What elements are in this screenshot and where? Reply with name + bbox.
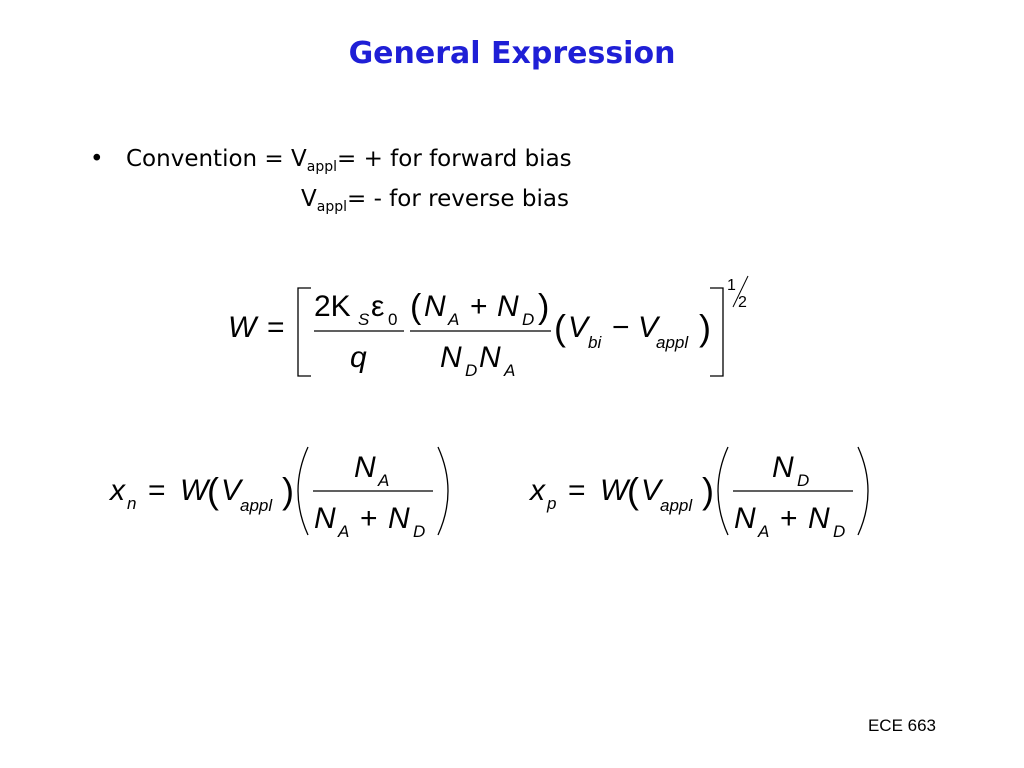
- eq-xn-w: W: [180, 474, 211, 507]
- eq-xn-den-a-sub: A: [337, 522, 349, 541]
- eq-w-equals: =: [267, 311, 285, 344]
- eq-xn-x: x: [108, 474, 126, 507]
- eq-w-ks-sub: S: [358, 310, 370, 329]
- bullet-dot-icon: •: [90, 146, 104, 172]
- left-square-bracket: [297, 287, 311, 377]
- paren-close-1: ): [538, 288, 549, 326]
- eq-xp-x: x: [528, 474, 546, 507]
- eq-w-lhs: W: [228, 311, 259, 344]
- paren-close-2: ): [699, 307, 711, 348]
- convention-label: Convention =: [126, 146, 291, 172]
- eq-w-den-na: N: [479, 341, 501, 374]
- eq-xn-paren-open: (: [207, 470, 219, 511]
- convention-line-reverse: Vappl= - for reverse bias: [301, 186, 569, 215]
- eq-xp-plus: +: [780, 502, 798, 535]
- eq-w-eps-sub: 0: [388, 310, 397, 329]
- eq-xp-den-a-sub: A: [757, 522, 769, 541]
- eq-xp-v: V: [641, 474, 664, 507]
- exponent-numerator: 1: [727, 277, 736, 294]
- eq-w-vbi: V: [568, 311, 591, 344]
- exponent-slash: [732, 275, 749, 308]
- eq-xp-den-b: N: [808, 502, 830, 535]
- paren-open-2: (: [554, 307, 566, 348]
- eq-xp-big-paren-open: [717, 446, 729, 536]
- eq-w-nd-sub: D: [522, 310, 534, 329]
- eq-w-minus: −: [612, 311, 630, 344]
- eq-w-nd: N: [497, 290, 519, 323]
- eq-xp-paren-close: ): [702, 470, 714, 511]
- eq-xn-v: V: [221, 474, 244, 507]
- eq-xp-big-paren-close: [857, 446, 869, 536]
- reverse-bias-text: = - for reverse bias: [346, 186, 569, 212]
- eq-xn-den-a: N: [314, 502, 336, 535]
- convention-line-forward: • Convention = Vappl= + for forward bias: [90, 146, 572, 175]
- xp-equation: x p = W ( V appl ) N D N A + N D: [528, 446, 869, 541]
- eq-xn-big-paren-close: [437, 446, 449, 536]
- eq-xp-num-sub: D: [797, 471, 809, 490]
- forward-bias-text: = + for forward bias: [336, 146, 572, 172]
- paren-open-1: (: [410, 288, 422, 326]
- footer-course-label: ECE 663: [867, 716, 936, 735]
- v-letter: V: [301, 186, 317, 212]
- eq-xp-den-a: N: [734, 502, 756, 535]
- eq-xn-paren-close: ): [282, 470, 294, 511]
- v-subscript: appl: [306, 159, 337, 175]
- eq-w-na-sub: A: [447, 310, 459, 329]
- eq-xp-sub: p: [546, 494, 556, 513]
- eq-w-plus: +: [470, 290, 488, 323]
- eq-xp-v-sub: appl: [660, 496, 693, 515]
- eq-w-den-nd-sub: D: [465, 361, 477, 380]
- eq-w-den-na-sub: A: [503, 361, 515, 380]
- eq-xn-v-sub: appl: [240, 496, 273, 515]
- eq-xn-plus: +: [360, 502, 378, 535]
- eq-w-vbi-sub: bi: [588, 333, 602, 352]
- eq-w-epsilon: ε: [371, 290, 384, 323]
- slide-title: General Expression: [348, 36, 676, 71]
- eq-w-vappl: V: [638, 311, 661, 344]
- eq-xn-big-paren-open: [297, 446, 309, 536]
- eq-xn-equals: =: [148, 474, 166, 507]
- eq-xp-w: W: [600, 474, 631, 507]
- eq-xp-equals: =: [568, 474, 586, 507]
- depletion-width-equation: W = 2K S ε 0 q ( N A + N D ) N D N A ( V…: [228, 275, 749, 380]
- eq-xn-num-sub: A: [377, 471, 389, 490]
- eq-w-2k: 2K: [314, 290, 351, 323]
- eq-w-q: q: [350, 341, 367, 374]
- eq-xn-den-b-sub: D: [413, 522, 425, 541]
- eq-w-den-nd: N: [440, 341, 462, 374]
- eq-w-na: N: [424, 290, 446, 323]
- exponent-denominator: 2: [738, 294, 747, 311]
- eq-xn-sub: n: [127, 494, 136, 513]
- right-square-bracket: [710, 287, 724, 377]
- eq-xn-den-b: N: [388, 502, 410, 535]
- eq-w-vappl-sub: appl: [656, 333, 689, 352]
- v-letter: V: [291, 146, 307, 172]
- xn-equation: x n = W ( V appl ) N A N A + N D: [108, 446, 449, 541]
- eq-xp-num: N: [772, 451, 794, 484]
- eq-xp-paren-open: (: [627, 470, 639, 511]
- eq-xp-den-b-sub: D: [833, 522, 845, 541]
- v-subscript: appl: [316, 199, 347, 215]
- eq-xn-num: N: [354, 451, 376, 484]
